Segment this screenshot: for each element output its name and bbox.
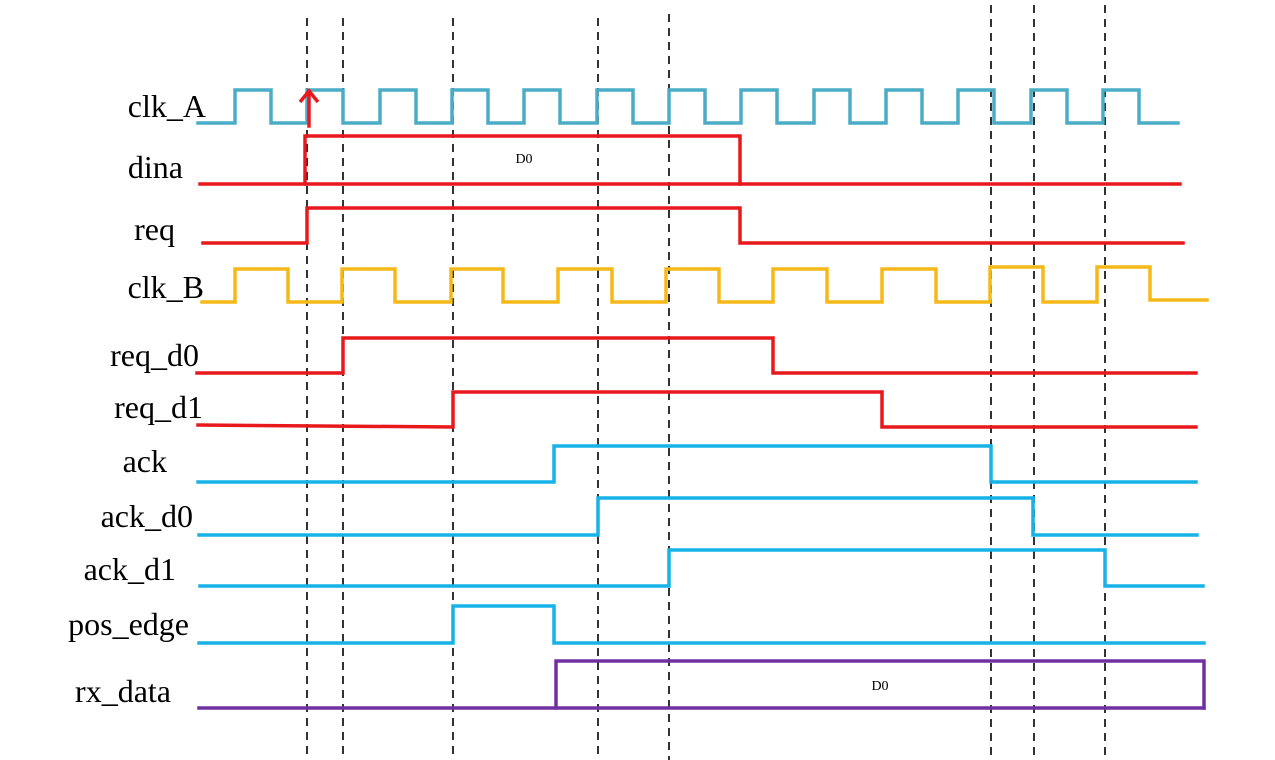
up-arrow-icon — [298, 88, 320, 128]
rx-data-bus-value: D0 — [871, 679, 888, 694]
signal-label-req: req — [134, 211, 175, 247]
signal-label-ack: ack — [123, 443, 167, 479]
waveform-clk-b — [200, 265, 1209, 304]
signal-label-clk-a: clk_A — [128, 88, 206, 124]
signal-label-dina: dina — [128, 149, 183, 185]
waveform-clk-a — [196, 88, 1180, 125]
waveform-dina-d0-window — [303, 134, 742, 186]
waveform-req-d1 — [196, 390, 1198, 429]
waveform-req-d0 — [195, 336, 1198, 375]
signal-label-req-d1: req_d1 — [114, 389, 203, 425]
waveforms: D0 D0 — [195, 88, 1209, 710]
waveform-req — [201, 206, 1185, 245]
waveform-pos-edge — [197, 604, 1206, 645]
dina-bus-value: D0 — [515, 152, 532, 167]
signal-label-pos-edge: pos_edge — [68, 606, 189, 642]
waveform-rx-data-d0-window — [554, 659, 1206, 710]
waveform-ack — [196, 444, 1198, 484]
signal-label-clk-b: clk_B — [128, 269, 204, 305]
signal-label-ack-d1: ack_d1 — [84, 551, 176, 587]
waveform-ack-d0 — [197, 496, 1199, 537]
signal-label-rx-data: rx_data — [75, 673, 171, 709]
signal-labels: clk_A dina req clk_B req_d0 req_d1 ack a… — [68, 88, 206, 709]
signal-label-ack-d0: ack_d0 — [101, 498, 193, 534]
signal-label-req-d0: req_d0 — [110, 337, 199, 373]
waveform-ack-d1 — [198, 548, 1205, 588]
